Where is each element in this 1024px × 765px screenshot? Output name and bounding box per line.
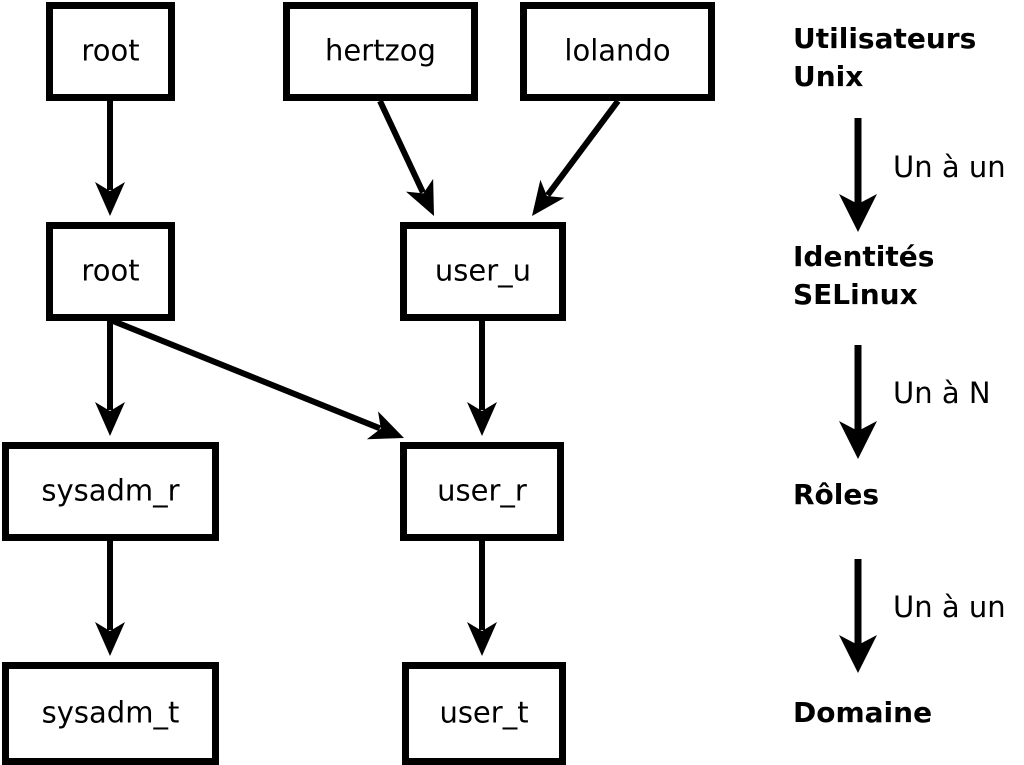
node-box: [2, 442, 219, 541]
edge-hertzog-to-user-u: [377, 99, 434, 216]
edge-root-to-sysadm-r: [95, 321, 125, 436]
legend-arrows-layer: [839, 118, 877, 673]
arrow-head-icon: [839, 194, 877, 232]
edge-line: [377, 99, 426, 194]
node-box: [283, 2, 478, 101]
node-box: [402, 662, 566, 765]
node-label: root: [81, 254, 139, 288]
node-box: [46, 222, 175, 321]
legend-domain: Domaine: [793, 696, 932, 729]
node-label: sysadm_t: [42, 696, 180, 730]
node-role-user[interactable]: user_r: [400, 442, 564, 541]
legend-arrow-2: [839, 345, 877, 459]
node-box: [400, 222, 566, 321]
arrow-head-icon: [839, 421, 877, 459]
annotation-one-to-n: Un à N: [893, 376, 991, 410]
arrow-head-icon: [95, 402, 125, 436]
edges-layer: [95, 99, 621, 656]
edge-line: [111, 318, 381, 432]
node-label: lolando: [564, 34, 670, 68]
arrow-head-icon: [405, 178, 434, 216]
edge-line: [545, 99, 621, 197]
node-label: user_u: [435, 254, 531, 288]
node-ident-root[interactable]: root: [46, 222, 175, 321]
node-ident-user-u[interactable]: user_u: [400, 222, 566, 321]
legend-roles: Rôles: [793, 478, 879, 511]
node-box: [2, 662, 219, 765]
edge-user-u-to-user-r: [467, 321, 497, 436]
edge-lolando-to-user-u: [532, 99, 621, 216]
node-box: [400, 442, 564, 541]
arrow-head-icon: [95, 182, 125, 216]
node-label: user_r: [437, 474, 527, 508]
edge-root-to-user-r: [111, 318, 404, 440]
edge-sysadm-r-to-sysadm-t: [95, 541, 125, 656]
node-dom-user[interactable]: user_t: [402, 662, 566, 765]
node-label: user_t: [439, 696, 528, 730]
arrow-head-icon: [366, 411, 404, 440]
node-unix-root[interactable]: root: [46, 2, 175, 101]
node-label: hertzog: [325, 34, 436, 68]
node-label: sysadm_r: [41, 474, 179, 508]
legend-arrow-1: [839, 118, 877, 232]
annotation-one-to-one-bottom: Un à un: [893, 590, 1006, 624]
node-box: [46, 2, 175, 101]
node-box: [520, 2, 715, 101]
arrow-head-icon: [95, 622, 125, 656]
node-unix-hertzog[interactable]: hertzog: [283, 2, 478, 101]
arrow-head-icon: [532, 179, 565, 216]
arrow-head-icon: [839, 635, 877, 673]
arrow-head-icon: [467, 622, 497, 656]
node-dom-sysadm[interactable]: sysadm_t: [2, 662, 219, 765]
legend-arrow-3: [839, 559, 877, 673]
node-role-sysadm[interactable]: sysadm_r: [2, 442, 219, 541]
node-label: root: [81, 34, 139, 68]
annotation-one-to-one-top: Un à un: [893, 150, 1006, 184]
edge-user-r-to-user-t: [467, 541, 497, 656]
edge-root-to-root: [95, 101, 125, 216]
node-unix-lolando[interactable]: lolando: [520, 2, 715, 101]
arrow-head-icon: [467, 402, 497, 436]
